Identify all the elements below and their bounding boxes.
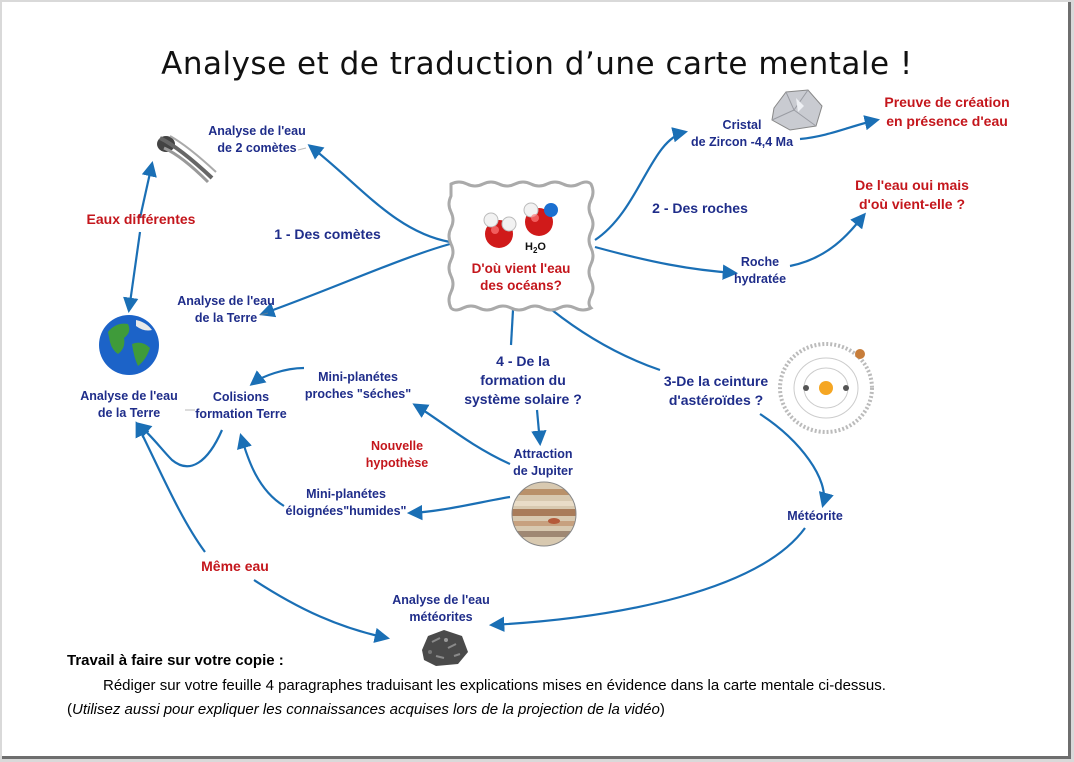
- arrow-analysis-to-earth: [135, 421, 206, 553]
- wet-mini-planets: Mini-planétes éloignées"humides": [285, 487, 407, 518]
- zircon-crystal-icon: [771, 89, 823, 131]
- meteorite-water-analysis: Analyse de l'eau météorites: [392, 593, 490, 624]
- arrow-center-to-comets: [307, 144, 451, 244]
- dry-mini-planets: Mini-planétes proches "séches": [304, 370, 412, 401]
- proof-label: Preuve de création en présence d'eau: [884, 94, 1010, 129]
- solar-system-icon: [778, 342, 874, 434]
- arrow-different-to-earth: [123, 231, 142, 314]
- instructions-note: (Utilisez aussi pour expliquer les conna…: [67, 701, 665, 718]
- arrow-center-to-asteroids: [551, 309, 661, 372]
- different-waters-label: Eaux différentes: [86, 211, 196, 227]
- arrow-collisions-to-earth: [135, 421, 224, 468]
- instructions-body: Rédiger sur votre feuille 4 paragraphes …: [103, 676, 886, 694]
- arrow-different-to-comet: [138, 160, 157, 219]
- branch-comets: 1 - Des comètes: [274, 226, 381, 242]
- arrow-solar-to-jupiter: [531, 409, 547, 447]
- arrow-center-to-solar: [509, 309, 515, 346]
- water-molecule-icon: [483, 202, 558, 248]
- arrow-center-to-earth: [259, 242, 451, 318]
- zircon-crystal-label: Cristal de Zircon -4,4 Ma: [690, 118, 794, 149]
- arrow-rock-to-question: [789, 212, 866, 268]
- central-question: D'où vient l'eau des océans?: [471, 261, 571, 293]
- collisions-label: Colisions formation Terre: [195, 390, 287, 421]
- arrow-jupiter-to-wet: [406, 495, 511, 521]
- central-question-box: H2O: [447, 180, 595, 312]
- instructions-block: Travail à faire sur votre copie : Rédige…: [67, 649, 1027, 723]
- page-title: Analyse et de traduction d’une carte men…: [161, 46, 913, 82]
- arrow-jupiter-to-dry: [412, 403, 511, 466]
- arrow-meteorite-to-analysis: [488, 527, 806, 633]
- earth-water-analysis-top: Analyse de l'eau de la Terre: [177, 294, 275, 325]
- new-hypothesis-label: Nouvelle hypothèse: [365, 439, 429, 470]
- arrow-dry-to-collisions: [249, 366, 305, 386]
- branch-solar-system: 4 - De la formation du système solaire ?: [464, 353, 582, 407]
- comet-water-analysis: Analyse de l'eau de 2 comètes: [208, 124, 306, 155]
- instructions-heading: Travail à faire sur votre copie :: [67, 652, 284, 669]
- arrow-wet-to-collisions: [237, 433, 285, 507]
- water-origin-question: De l'eau oui mais d'où vient-elle ?: [855, 177, 969, 212]
- water-formula: H2O: [525, 241, 546, 255]
- comet-icon: [157, 135, 217, 184]
- meteorite-label: Météorite: [787, 509, 843, 523]
- branch-asteroids: 3-De la ceinture d'astéroïdes ?: [663, 373, 769, 408]
- meteorite-rock-icon: [422, 630, 468, 666]
- earth-globe-icon: [99, 315, 159, 375]
- branch-rocks: 2 - Des roches: [652, 200, 748, 216]
- arrow-asteroids-to-meteorite: [759, 413, 834, 508]
- jupiter-attraction: Attraction de Jupiter: [513, 447, 573, 478]
- jupiter-icon: [511, 481, 577, 547]
- hydrated-rock-label: Roche hydratée: [733, 255, 787, 286]
- same-water-label: Même eau: [201, 558, 269, 574]
- arrow-center-to-rock: [594, 245, 739, 280]
- earth-water-analysis-left: Analyse de l'eau de la Terre: [80, 389, 178, 420]
- arrow-center-to-zircon: [594, 127, 689, 241]
- arrow-zircon-to-proof: [799, 115, 881, 141]
- arrow-sameeau-to-meteorites: [253, 579, 391, 643]
